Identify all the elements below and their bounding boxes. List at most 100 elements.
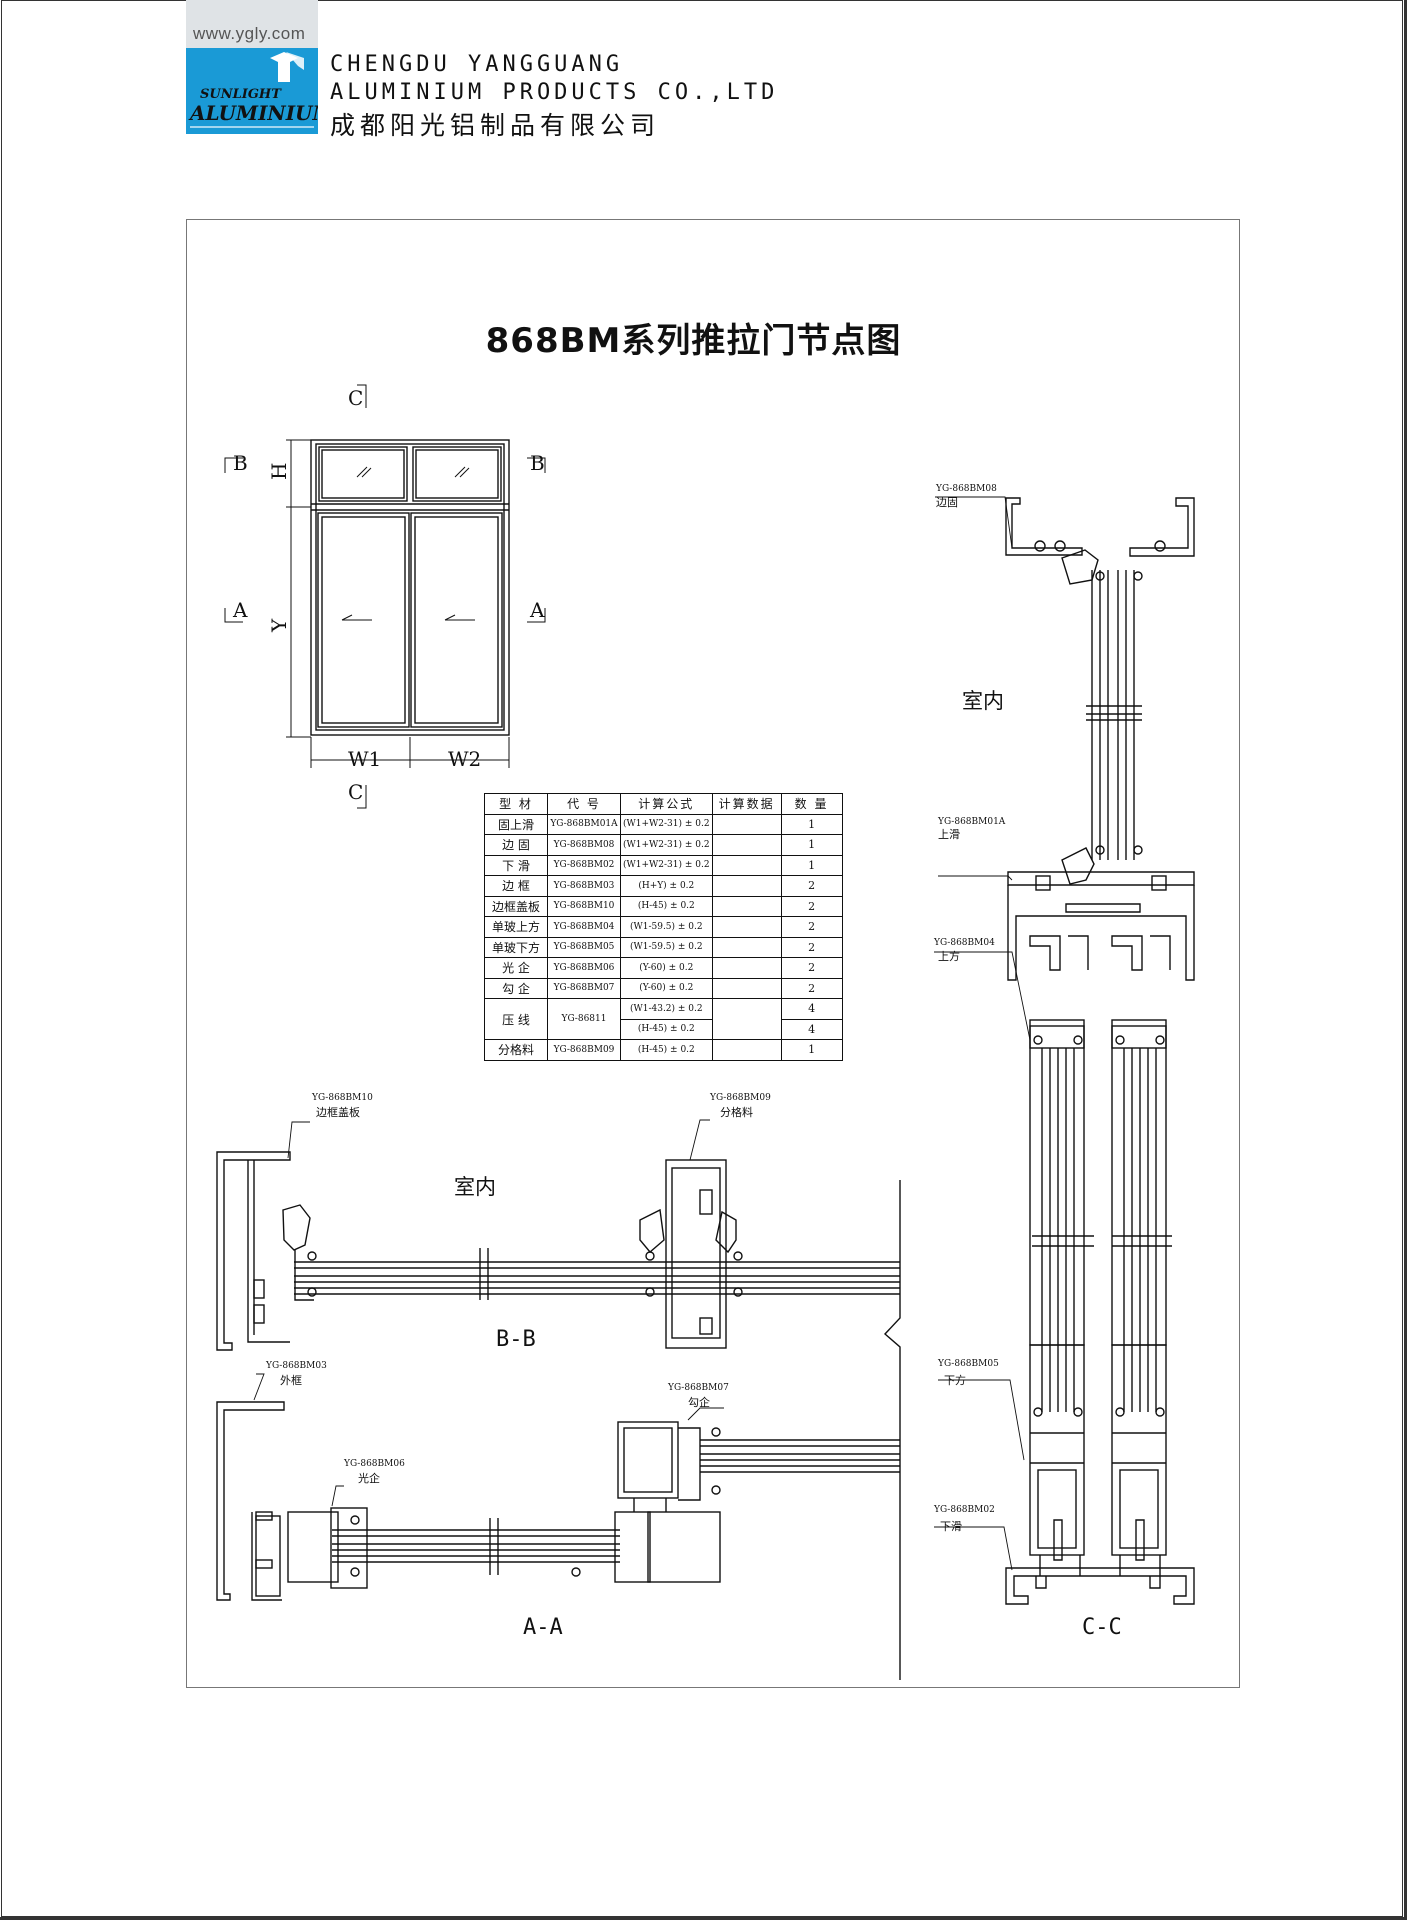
callout-bm03-code: YG-868BM03 (265, 1361, 327, 1371)
callout-bm05-name: 下方 (944, 1373, 966, 1387)
cell-qty: 2 (780, 977, 843, 999)
cell-qty: 4 (780, 1018, 843, 1040)
callout-bm07-name: 勾企 (688, 1395, 710, 1409)
door-elevation (224, 384, 546, 809)
cell-qty: 1 (780, 854, 843, 876)
table-row: 下 滑 YG-868BM02 (W1+W2-31) ± 0.2 1 (484, 854, 843, 876)
cell-data (711, 916, 782, 938)
cell-code: YG-868BM04 (547, 916, 621, 938)
cell-formula: (H-45) ± 0.2 (620, 1039, 713, 1061)
section-cc-label: C-C (1082, 1615, 1122, 1640)
section-aa-drawing (216, 1401, 900, 1601)
cell-qty: 2 (780, 936, 843, 958)
cell-code: YG-868BM06 (547, 957, 621, 979)
cell-code: YG-868BM10 (547, 895, 621, 917)
callout-bm09-name: 分格料 (720, 1105, 753, 1119)
table-row: (H-45) ± 0.2 4 (485, 1018, 843, 1040)
company-logo: SUNLIGHT ALUMINIUM (186, 48, 318, 134)
table-row: 固上滑 YG-868BM01A (W1+W2-31) ± 0.2 1 (484, 813, 843, 835)
section-mark-b-right: B (530, 451, 545, 475)
cell-code: YG-868BM07 (547, 977, 621, 999)
materials-table: 型 材 代 号 计算公式 计算数据 数 量 固上滑 YG-868BM01A (W… (484, 793, 843, 1061)
table-row: 单玻下方 YG-868BM05 (W1-59.5) ± 0.2 2 (484, 936, 843, 958)
callout-bm05-code: YG-868BM05 (937, 1359, 999, 1369)
cell-name: 下 滑 (484, 854, 548, 876)
cell-name: 光 企 (484, 957, 548, 979)
table-row: 勾 企 YG-868BM07 (Y-60) ± 0.2 2 (484, 977, 843, 999)
section-cc-drawing (1005, 497, 1195, 1605)
cell-name: 单玻下方 (484, 936, 548, 958)
cell-qty: 2 (780, 957, 843, 979)
callout-bm06-name: 光企 (358, 1471, 380, 1485)
section-mark-c-top: C (348, 386, 363, 410)
company-name-cn: 成都阳光铝制品有限公司 (330, 111, 661, 140)
drawing-title: 868BM系列推拉门节点图 (485, 321, 902, 361)
drawing-border (186, 219, 1240, 1688)
callout-bm01a-name: 上滑 (938, 828, 960, 841)
cell-qty: 2 (780, 895, 843, 917)
table-row: 光 企 YG-868BM06 (Y-60) ± 0.2 2 (484, 957, 843, 979)
indoor-label-cc: 室内 (962, 689, 1004, 713)
cell-code: YG-868BM02 (547, 854, 621, 876)
page-edge-bottom (0, 1917, 1407, 1920)
cell-name: 固上滑 (484, 813, 548, 835)
table-row: 边框盖板 YG-868BM10 (H-45) ± 0.2 2 (484, 895, 843, 917)
callout-bm02-name: 下滑 (940, 1520, 962, 1533)
table-header: 计算数据 (711, 793, 782, 815)
cell-data (711, 977, 782, 999)
cell-qty: 2 (780, 875, 843, 897)
dim-w1: W1 (348, 747, 381, 771)
callout-bm09-code: YG-868BM09 (709, 1093, 771, 1103)
cell-name: 分格料 (484, 1039, 548, 1061)
table-row: 边 框 YG-868BM03 (H+Y) ± 0.2 2 (484, 875, 843, 897)
company-name-en-2: ALUMINIUM PRODUCTS CO.,LTD (330, 80, 779, 105)
dim-h: H (267, 463, 291, 480)
callout-bm08-name: 边固 (936, 496, 958, 509)
callout-bm06-code: YG-868BM06 (343, 1459, 405, 1469)
cell-name: 单玻上方 (484, 916, 548, 938)
callout-bm03-name: 外框 (280, 1374, 302, 1387)
cell-data (711, 957, 782, 979)
callout-bm10-name: 边框盖板 (316, 1105, 360, 1119)
table-row: 压 线 YG-86811 (W1-43.2) ± 0.2 4 (484, 998, 843, 1040)
table-header: 计算公式 (620, 793, 713, 815)
cell-data (711, 813, 782, 835)
cell-formula: (W1-43.2) ± 0.2 (620, 998, 713, 1020)
cell-data (711, 936, 782, 958)
table-header: 型 材 (484, 793, 548, 815)
callout-bm07-code: YG-868BM07 (667, 1383, 729, 1393)
table-header-row: 型 材 代 号 计算公式 计算数据 数 量 (484, 793, 843, 815)
cell-name: 勾 企 (484, 977, 548, 999)
cell-formula: (W1+W2-31) ± 0.2 (620, 854, 713, 876)
callout-bm02-code: YG-868BM02 (933, 1505, 995, 1515)
cell-formula: (W1+W2-31) ± 0.2 (620, 813, 713, 835)
callout-leaders (253, 496, 1031, 1571)
cell-data (711, 834, 782, 856)
section-mark-c-bottom: C (348, 780, 363, 804)
cell-formula: (Y-60) ± 0.2 (620, 957, 713, 979)
cell-data (711, 895, 782, 917)
cell-formula: (H-45) ± 0.2 (620, 895, 713, 917)
table-row: 分格料 YG-868BM09 (H-45) ± 0.2 1 (484, 1039, 843, 1061)
website-url[interactable]: www.ygly.com (193, 24, 306, 43)
cell-qty: 1 (780, 813, 843, 835)
cell-qty: 1 (780, 834, 843, 856)
cell-qty: 1 (780, 1039, 843, 1061)
section-bb-label: B-B (496, 1327, 536, 1352)
cell-formula: (W1-59.5) ± 0.2 (620, 936, 713, 958)
cell-formula: (W1-59.5) ± 0.2 (620, 916, 713, 938)
cell-data (711, 875, 782, 897)
cell-data (711, 854, 782, 876)
callout-bm10-code: YG-868BM10 (311, 1093, 373, 1103)
indoor-label-bb: 室内 (454, 1175, 496, 1199)
cell-code: YG-86811 (547, 998, 621, 1040)
section-mark-a-left: A (232, 598, 248, 622)
cell-code: YG-868BM01A (547, 813, 621, 835)
table-header: 代 号 (547, 793, 621, 815)
callout-bm08-code: YG-868BM08 (935, 484, 997, 494)
company-name-en-1: CHENGDU YANGGUANG (330, 52, 624, 77)
cell-name: 边框盖板 (484, 895, 548, 917)
section-mark-b-left: B (233, 451, 248, 475)
callout-bm01a-code: YG-868BM01A (937, 817, 1006, 827)
